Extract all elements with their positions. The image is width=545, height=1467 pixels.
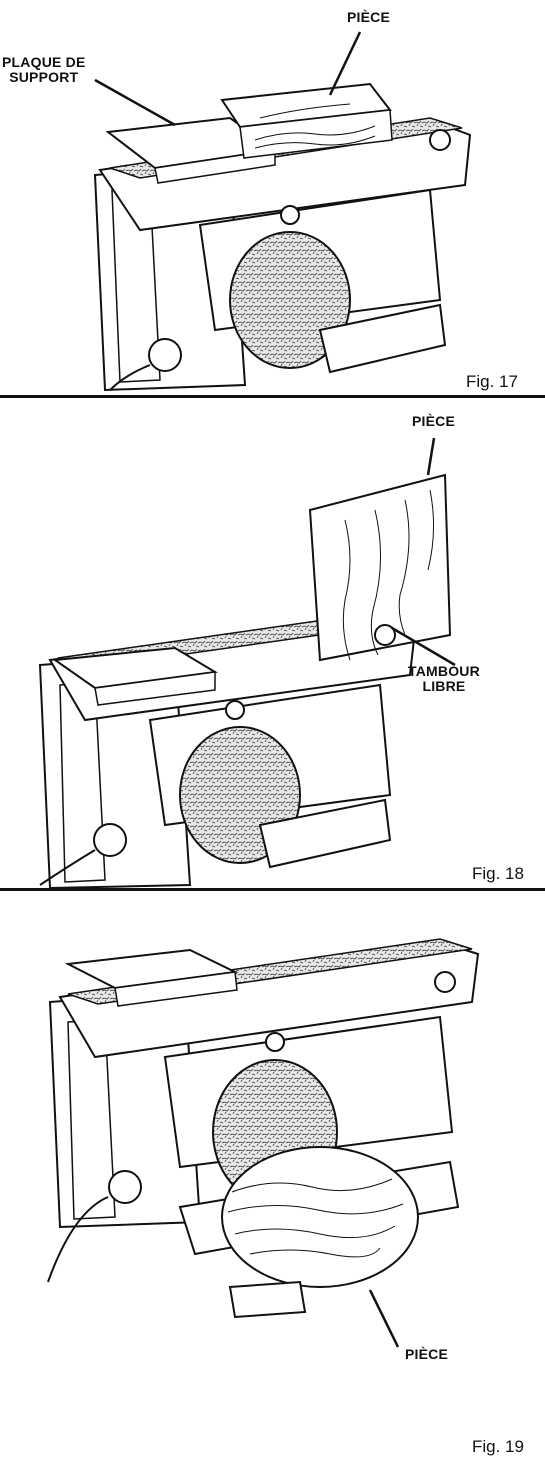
divider-rule	[0, 395, 545, 398]
caption-fig18: Fig. 18	[472, 864, 524, 883]
label-piece-fig19: PIÈCE	[405, 1346, 449, 1362]
label-tambour-libre: TAMBOUR LIBRE	[408, 664, 480, 694]
sander-illustration-fig18	[38, 437, 456, 890]
sander-illustration-fig17	[93, 31, 472, 392]
label-plaque-de-support: PLAQUE DE SUPPORT	[2, 55, 85, 85]
label-tambour-line1: TAMBOUR	[408, 663, 480, 679]
label-tambour-line2: LIBRE	[422, 678, 466, 694]
caption-fig17: Fig. 17	[466, 372, 518, 391]
label-piece-fig17: PIÈCE	[347, 9, 391, 25]
sander-illustration-fig19	[47, 938, 480, 1348]
workpiece	[221, 1146, 419, 1288]
label-piece-fig18: PIÈCE	[412, 413, 456, 429]
figure-19-panel: PIÈCE Fig. 19	[0, 892, 545, 1467]
label-plaque-line2: SUPPORT	[9, 69, 79, 85]
caption-fig19: Fig. 19	[472, 1437, 524, 1456]
figure-18-panel: PIÈCE TAMBOUR LIBRE Fig. 18	[0, 400, 545, 890]
figure-17-panel: PLAQUE DE SUPPORT PIÈCE Fig. 17	[0, 0, 545, 396]
label-plaque-line1: PLAQUE DE	[2, 54, 86, 70]
divider-rule	[0, 888, 545, 891]
